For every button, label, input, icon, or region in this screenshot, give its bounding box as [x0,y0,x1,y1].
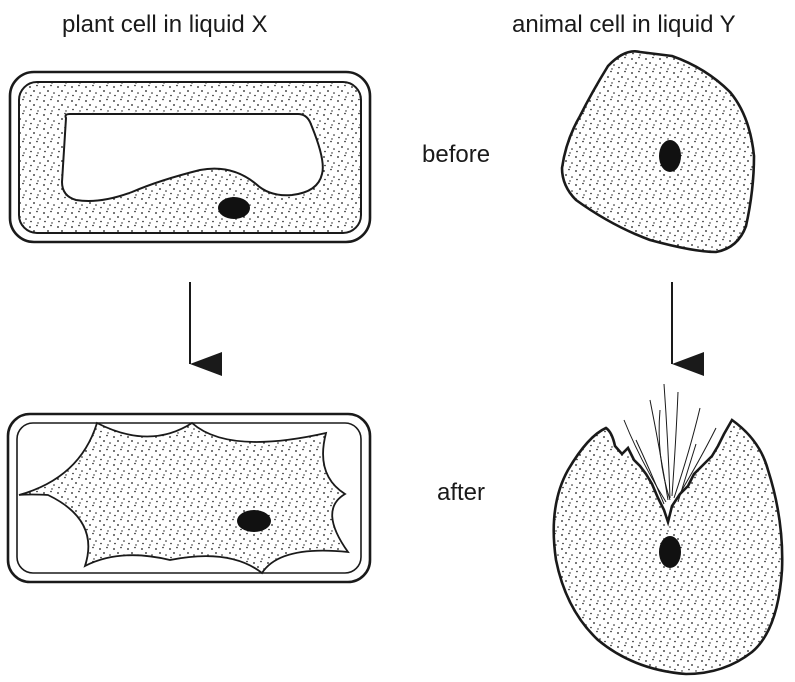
before-label: before [422,141,490,168]
plant-cell-before [10,72,370,242]
plant-nucleus-before [218,197,250,219]
plant-cell-title: plant cell in liquid X [62,11,267,38]
plant-nucleus-after [237,510,271,532]
animal-cell-title: animal cell in liquid Y [512,11,736,38]
animal-cell-before [562,51,754,252]
after-label: after [437,479,485,506]
plant-cell-after [8,414,370,582]
animal-nucleus-after [659,536,681,568]
animal-nucleus-before [659,140,681,172]
animal-cell-body-before [562,51,754,252]
animal-cell-after [554,384,783,674]
